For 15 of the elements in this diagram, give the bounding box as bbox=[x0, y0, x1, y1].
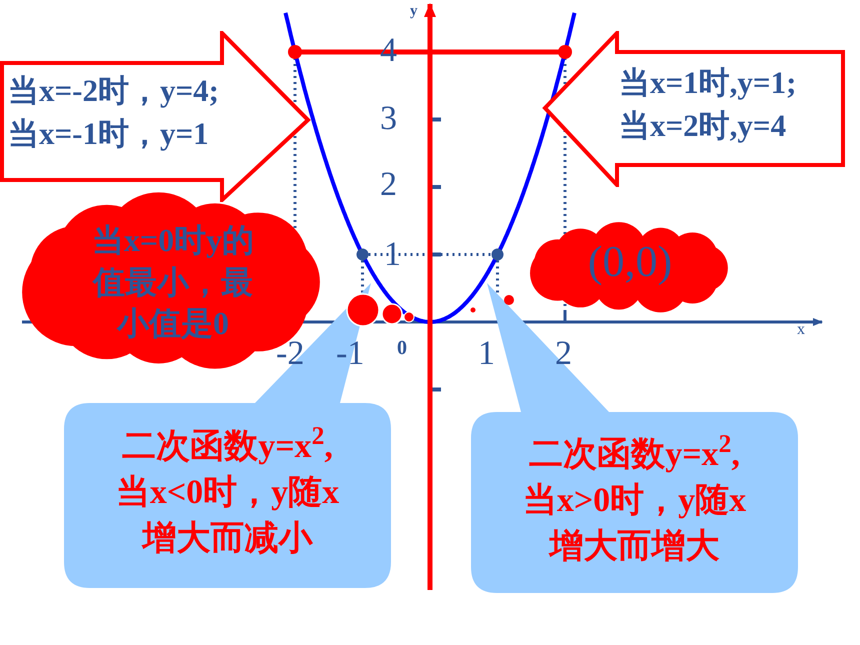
axis-label: x bbox=[797, 322, 805, 338]
callout-text: 当x=1时,y=1; 当x=2时,y=4 bbox=[619, 64, 798, 146]
bubble-text: 二次函数y=x$^{2}$,当x>0时，y随x增大而增大 bbox=[522, 432, 748, 567]
cloud-text: 当x=0时y的值最小，最小值是0 bbox=[90, 221, 256, 344]
tick-label: 3 bbox=[380, 102, 397, 136]
axis-label: y bbox=[410, 4, 418, 19]
tick-label: 1 bbox=[478, 337, 495, 371]
arrow-callout bbox=[541, 31, 847, 187]
tick-label: -2 bbox=[276, 337, 304, 371]
bubble-text: 二次函数y=x$^{2}$,当x<0时，y随x增大而减小 bbox=[114, 424, 340, 559]
callout-text: 当x=-2时，y=4; 当x=-1时，y=1 bbox=[8, 72, 220, 154]
tick-label: 2 bbox=[555, 337, 572, 371]
tick-label: 0 bbox=[397, 338, 407, 358]
arrow-callout bbox=[0, 31, 312, 202]
tick-label: 2 bbox=[380, 168, 397, 202]
